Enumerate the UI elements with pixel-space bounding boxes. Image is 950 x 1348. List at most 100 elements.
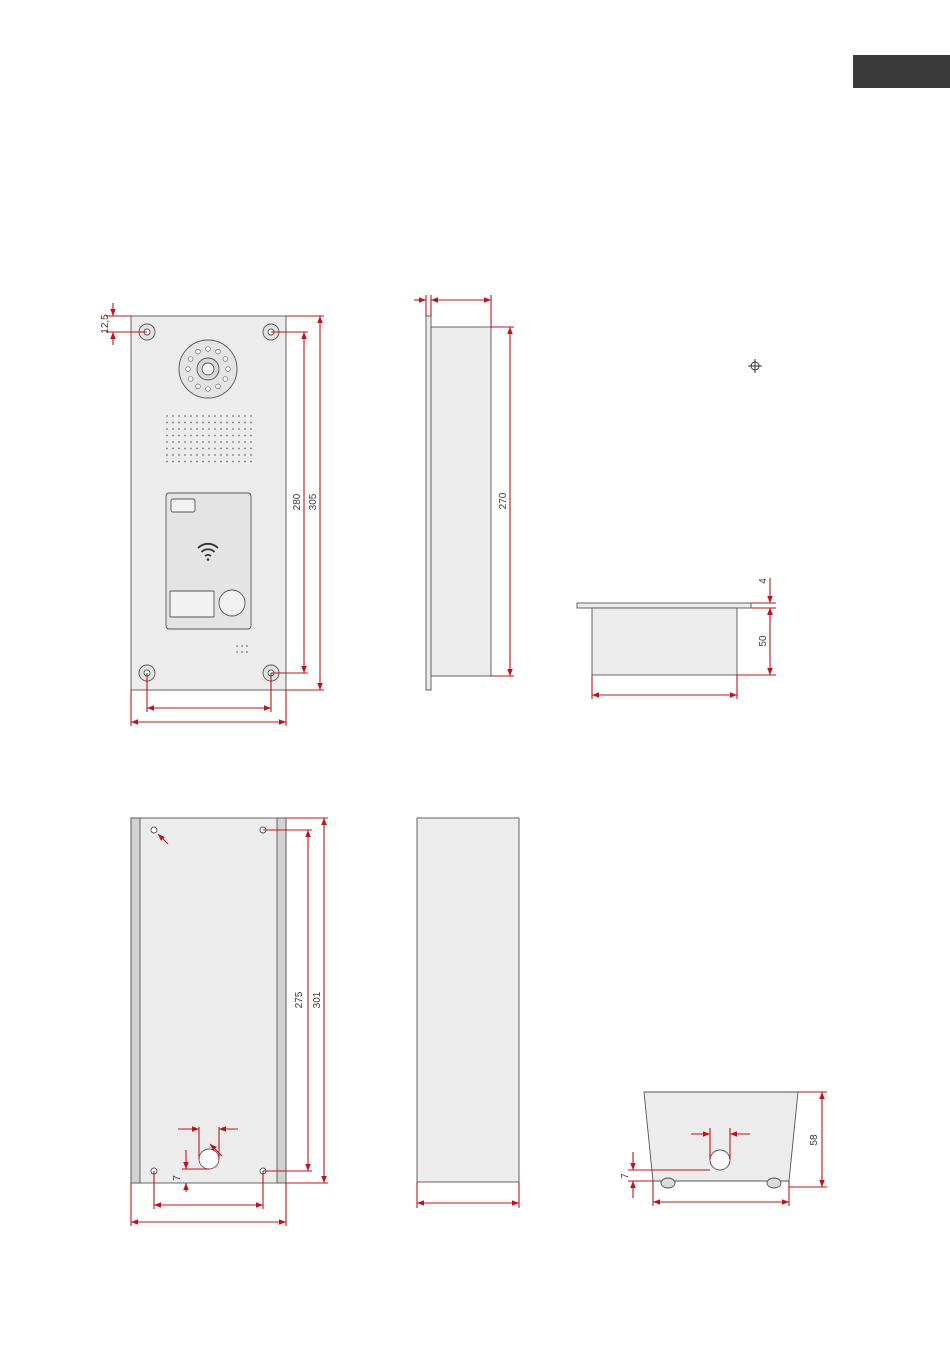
crosshair-icon bbox=[748, 359, 762, 373]
grille-hole bbox=[220, 441, 222, 443]
grille-hole bbox=[184, 435, 186, 437]
grille-hole bbox=[220, 415, 222, 417]
grille-hole bbox=[238, 415, 240, 417]
grille-hole bbox=[214, 454, 216, 456]
grille-hole bbox=[220, 448, 222, 450]
grille-hole bbox=[214, 435, 216, 437]
grille-hole bbox=[244, 461, 246, 463]
grille-hole bbox=[196, 461, 198, 463]
grille-hole bbox=[166, 435, 168, 437]
grille-hole bbox=[244, 422, 246, 424]
grille-hole bbox=[166, 428, 168, 430]
grille-hole bbox=[166, 422, 168, 424]
grille-hole bbox=[196, 428, 198, 430]
grille-hole bbox=[208, 448, 210, 450]
grille-hole bbox=[178, 415, 180, 417]
grille-hole bbox=[214, 441, 216, 443]
grille-hole bbox=[244, 448, 246, 450]
grille-hole bbox=[220, 422, 222, 424]
grille-hole bbox=[208, 435, 210, 437]
grille-hole bbox=[202, 415, 204, 417]
grille-hole bbox=[178, 454, 180, 456]
top-view: 4 50 bbox=[577, 578, 776, 699]
dim-front-hole-spacing: 280 bbox=[292, 493, 303, 510]
grille-hole bbox=[232, 428, 234, 430]
grille-hole bbox=[184, 415, 186, 417]
side-view: 270 bbox=[414, 295, 514, 690]
grille-hole bbox=[202, 422, 204, 424]
grille-hole bbox=[226, 454, 228, 456]
grille-hole bbox=[250, 454, 252, 456]
grille-hole bbox=[184, 428, 186, 430]
grille-hole bbox=[202, 448, 204, 450]
grille-hole bbox=[202, 428, 204, 430]
grille-hole bbox=[244, 435, 246, 437]
grille-hole bbox=[238, 441, 240, 443]
mounting-hole bbox=[151, 827, 157, 833]
grille-hole bbox=[172, 454, 174, 456]
back-view: 7 275 301 bbox=[131, 818, 328, 1226]
grille-hole bbox=[208, 441, 210, 443]
dimension-lines bbox=[417, 1182, 519, 1208]
grille-hole bbox=[166, 441, 168, 443]
grille-hole bbox=[190, 415, 192, 417]
dim-bottom-height: 58 bbox=[809, 1134, 820, 1146]
dim-back-cable-offset: 7 bbox=[172, 1175, 183, 1181]
grille-hole bbox=[196, 454, 198, 456]
grille-hole bbox=[220, 435, 222, 437]
grille-hole bbox=[178, 422, 180, 424]
grille-hole bbox=[184, 461, 186, 463]
grille-hole bbox=[190, 422, 192, 424]
grille-hole bbox=[178, 441, 180, 443]
grille-hole bbox=[202, 454, 204, 456]
grille-hole bbox=[214, 422, 216, 424]
led-dot bbox=[223, 377, 228, 382]
grille-hole bbox=[226, 422, 228, 424]
grille-hole bbox=[232, 441, 234, 443]
led-dot bbox=[223, 357, 228, 362]
grille-hole bbox=[190, 461, 192, 463]
foot bbox=[767, 1178, 781, 1188]
dim-front-height: 305 bbox=[308, 493, 319, 510]
led-dot bbox=[216, 349, 221, 354]
led-dot bbox=[206, 387, 211, 392]
bottom-view: 7 58 bbox=[620, 1092, 827, 1206]
grille-hole bbox=[232, 422, 234, 424]
grille-hole bbox=[196, 441, 198, 443]
dim-front-top-offset: 12,5 bbox=[100, 314, 111, 334]
grille-hole bbox=[220, 428, 222, 430]
grille-hole bbox=[184, 441, 186, 443]
reader-module bbox=[166, 493, 251, 629]
grille-hole bbox=[226, 415, 228, 417]
grille-hole bbox=[226, 448, 228, 450]
grille-hole bbox=[208, 415, 210, 417]
led-dot bbox=[196, 384, 201, 389]
led-dot bbox=[206, 347, 211, 352]
dim-top-plate-thickness: 4 bbox=[758, 578, 769, 584]
grille-hole bbox=[214, 415, 216, 417]
grille-hole bbox=[172, 448, 174, 450]
grille-hole bbox=[250, 428, 252, 430]
grille-hole bbox=[226, 461, 228, 463]
grille-hole bbox=[250, 461, 252, 463]
grille-hole bbox=[172, 422, 174, 424]
grille-hole bbox=[202, 441, 204, 443]
grille-hole bbox=[208, 454, 210, 456]
grille-hole bbox=[184, 422, 186, 424]
grille-hole bbox=[178, 461, 180, 463]
led-dot bbox=[188, 377, 193, 382]
cable-entry bbox=[199, 1149, 219, 1169]
grille-hole bbox=[214, 461, 216, 463]
grille-hole bbox=[238, 461, 240, 463]
grille-hole bbox=[178, 428, 180, 430]
grille-hole bbox=[190, 454, 192, 456]
grille-hole bbox=[232, 435, 234, 437]
grille-hole bbox=[166, 461, 168, 463]
dim-bottom-cable-offset: 7 bbox=[620, 1173, 631, 1179]
grille-hole bbox=[196, 448, 198, 450]
grille-hole bbox=[196, 422, 198, 424]
dim-side-box-height: 270 bbox=[498, 492, 509, 509]
grille-hole bbox=[250, 448, 252, 450]
grille-hole bbox=[244, 454, 246, 456]
grille-hole bbox=[250, 422, 252, 424]
